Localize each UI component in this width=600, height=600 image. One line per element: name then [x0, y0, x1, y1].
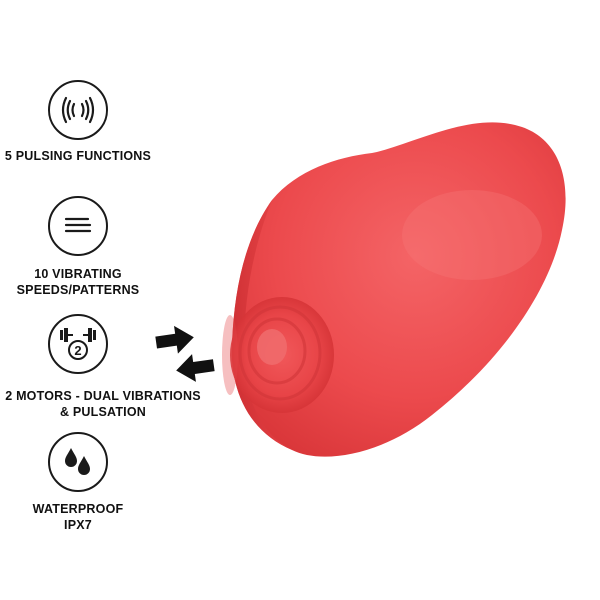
feature-label-vibrating: 10 VIBRATING SPEEDS/PATTERNS: [0, 266, 156, 298]
feature-label-line: & PULSATION: [60, 405, 146, 419]
motion-arrows-icon: [155, 325, 215, 382]
feature-label-pulsing: 5 PULSING FUNCTIONS: [0, 148, 156, 164]
dual-motor-icon: 2: [48, 314, 108, 374]
right-dumbbell-icon: [83, 328, 96, 342]
water-drops-icon: [48, 432, 108, 492]
motor-count-badge: 2: [74, 343, 81, 358]
heart-product-image: [222, 122, 566, 457]
arrow-right-icon: [155, 325, 194, 354]
feature-label-line: WATERPROOF: [32, 502, 124, 516]
feature-label-line: 5 PULSING FUNCTIONS: [4, 149, 152, 163]
badge-circle: [68, 340, 88, 360]
feature-label-line: SPEEDS/PATTERNS: [16, 283, 140, 297]
pulse-waves-icon: [48, 80, 108, 140]
left-dumbbell-icon: [60, 328, 73, 342]
feature-label-motors: 2 MOTORS - DUAL VIBRATIONS & PULSATION: [0, 388, 206, 420]
speed-lines-icon: [48, 196, 108, 256]
arrow-left-icon: [176, 354, 215, 382]
feature-label-line: 2 MOTORS - DUAL VIBRATIONS: [5, 389, 201, 403]
feature-label-waterproof: WATERPROOF IPX7: [0, 501, 156, 533]
feature-label-line: 10 VIBRATING: [34, 267, 122, 281]
feature-label-line: IPX7: [64, 518, 92, 532]
pulse-nozzle: [222, 297, 334, 413]
